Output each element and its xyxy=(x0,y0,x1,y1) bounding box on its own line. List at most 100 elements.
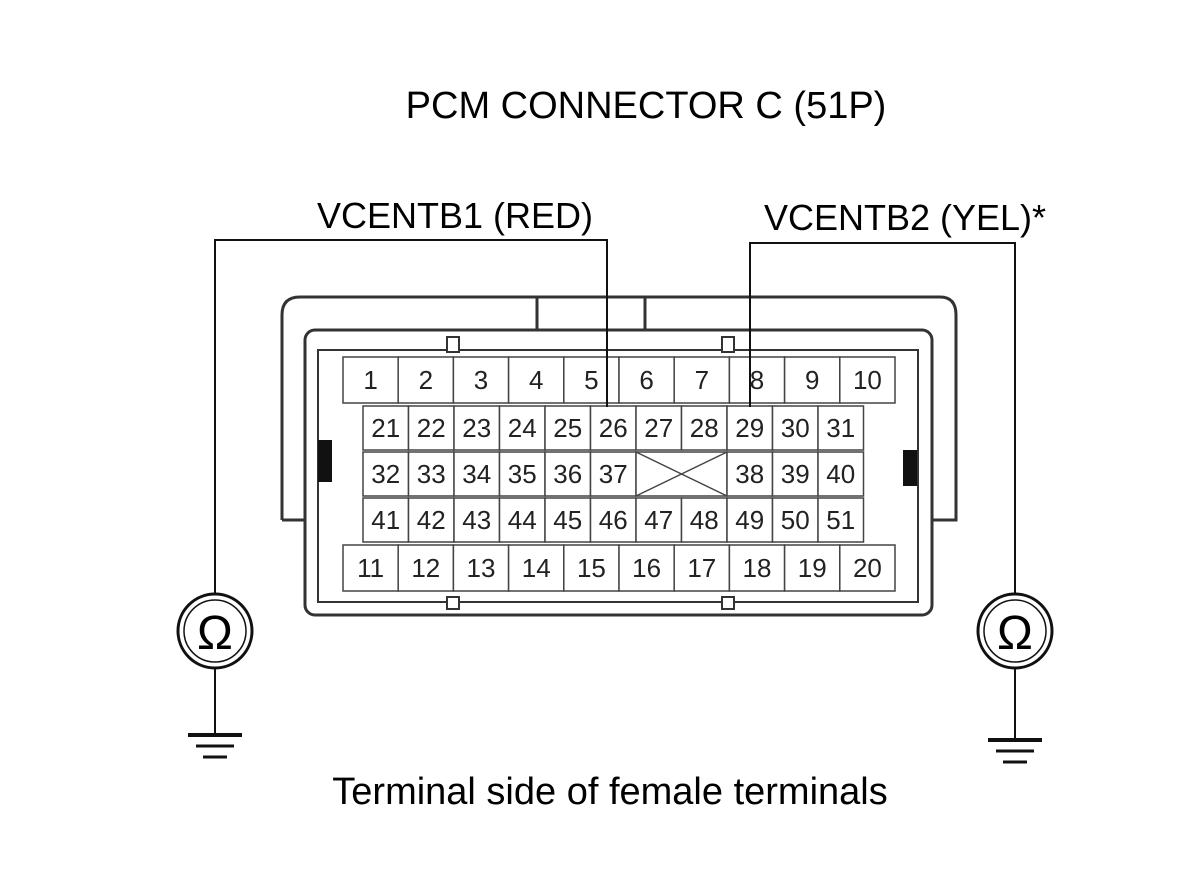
terminal-cell xyxy=(726,497,774,543)
terminal-cell xyxy=(453,451,501,497)
terminal-number: 35 xyxy=(508,459,537,489)
ohm-symbol-left: Ω xyxy=(197,607,233,660)
terminal-number: 34 xyxy=(462,459,491,489)
terminal-cell xyxy=(771,405,819,451)
ohmmeter-icon: Ω xyxy=(176,592,254,670)
terminal-number: 14 xyxy=(522,553,551,583)
terminal-cell xyxy=(817,405,865,451)
terminal-number: 32 xyxy=(371,459,400,489)
terminal-cell xyxy=(783,544,841,592)
terminal-number: 41 xyxy=(371,505,400,535)
terminal-cell xyxy=(817,451,865,497)
probe-label-vcentb1: VCENTB1 (RED) xyxy=(317,195,593,236)
terminal-cell xyxy=(544,405,592,451)
terminal-cell xyxy=(673,356,731,404)
terminal-cell xyxy=(680,497,728,543)
terminal-number: 15 xyxy=(577,553,606,583)
terminal-number: 26 xyxy=(599,413,628,443)
terminal-cell xyxy=(771,497,819,543)
terminal-cell xyxy=(498,451,546,497)
terminal-number: 44 xyxy=(508,505,537,535)
terminal-cell xyxy=(635,405,683,451)
terminal-cell xyxy=(771,451,819,497)
terminal-number: 50 xyxy=(781,505,810,535)
wire-vcentb2 xyxy=(749,242,1016,595)
wire-vcentb1 xyxy=(214,239,608,595)
terminal-number: 51 xyxy=(826,505,855,535)
ground-icon xyxy=(188,668,242,759)
terminal-number: 11 xyxy=(357,553,384,583)
terminal-number: 7 xyxy=(695,365,709,395)
terminal-number: 12 xyxy=(411,553,440,583)
diagram-title: PCM CONNECTOR C (51P) xyxy=(406,85,887,127)
terminal-number: 5 xyxy=(584,365,598,395)
terminal-number: 37 xyxy=(599,459,628,489)
terminal-cell xyxy=(362,497,410,543)
latch-left xyxy=(318,440,332,482)
terminal-cell xyxy=(817,497,865,543)
terminal-number: 29 xyxy=(735,413,764,443)
terminal-number: 20 xyxy=(853,553,882,583)
terminal-cell xyxy=(839,544,896,592)
terminal-number: 18 xyxy=(743,553,772,583)
terminal-number: 47 xyxy=(644,505,673,535)
probe-label-vcentb2: VCENTB2 (YEL)* xyxy=(764,197,1046,238)
terminal-number: 25 xyxy=(553,413,582,443)
terminal-cell xyxy=(673,544,731,592)
terminal-cell xyxy=(589,405,637,451)
terminal-cell xyxy=(726,405,774,451)
terminal-cell xyxy=(397,544,455,592)
diagram-caption: Terminal side of female terminals xyxy=(332,771,887,813)
terminal-cell xyxy=(544,451,592,497)
terminal-cell xyxy=(680,405,728,451)
terminal-number: 42 xyxy=(417,505,446,535)
terminal-number: 46 xyxy=(599,505,628,535)
terminal-number: 36 xyxy=(553,459,582,489)
terminal-cell xyxy=(544,497,592,543)
terminal-number: 21 xyxy=(371,413,400,443)
terminal-number: 48 xyxy=(690,505,719,535)
terminal-number: 2 xyxy=(419,365,433,395)
terminal-number: 24 xyxy=(508,413,537,443)
terminal-number: 4 xyxy=(529,365,543,395)
ohmmeter-icon: Ω xyxy=(976,592,1054,670)
terminal-cell xyxy=(342,356,399,404)
terminal-cell xyxy=(407,405,455,451)
terminal-cell xyxy=(362,451,410,497)
terminal-cell xyxy=(726,451,774,497)
terminal-number: 45 xyxy=(553,505,582,535)
latch-right xyxy=(903,450,917,486)
terminal-cell xyxy=(397,356,455,404)
ohm-symbol-right: Ω xyxy=(997,607,1033,660)
terminal-number: 23 xyxy=(462,413,491,443)
ground-icon xyxy=(988,668,1042,764)
terminal-number: 19 xyxy=(798,553,827,583)
terminal-number: 1 xyxy=(363,365,377,395)
terminal-number: 10 xyxy=(853,365,882,395)
probe-wires xyxy=(214,239,1016,595)
terminal-number: 9 xyxy=(805,365,819,395)
terminal-cell xyxy=(453,405,501,451)
terminal-number: 17 xyxy=(687,553,716,583)
terminal-cell xyxy=(839,356,896,404)
blank-cavity-cross xyxy=(635,451,728,497)
terminal-cell xyxy=(563,356,620,404)
terminal-number: 30 xyxy=(781,413,810,443)
terminal-number: 3 xyxy=(474,365,488,395)
terminal-cell xyxy=(783,356,841,404)
terminal-number: 38 xyxy=(735,459,764,489)
terminal-cell xyxy=(498,497,546,543)
terminal-cell xyxy=(618,544,675,592)
terminal-cell xyxy=(563,544,620,592)
terminal-number: 6 xyxy=(639,365,653,395)
terminal-cell xyxy=(507,544,565,592)
terminal-number: 40 xyxy=(826,459,855,489)
terminal-number: 28 xyxy=(690,413,719,443)
terminal-number: 22 xyxy=(417,413,446,443)
terminal-number: 8 xyxy=(750,365,764,395)
terminal-number: 33 xyxy=(417,459,446,489)
terminal-number: 27 xyxy=(644,413,673,443)
terminal-number: 16 xyxy=(632,553,661,583)
